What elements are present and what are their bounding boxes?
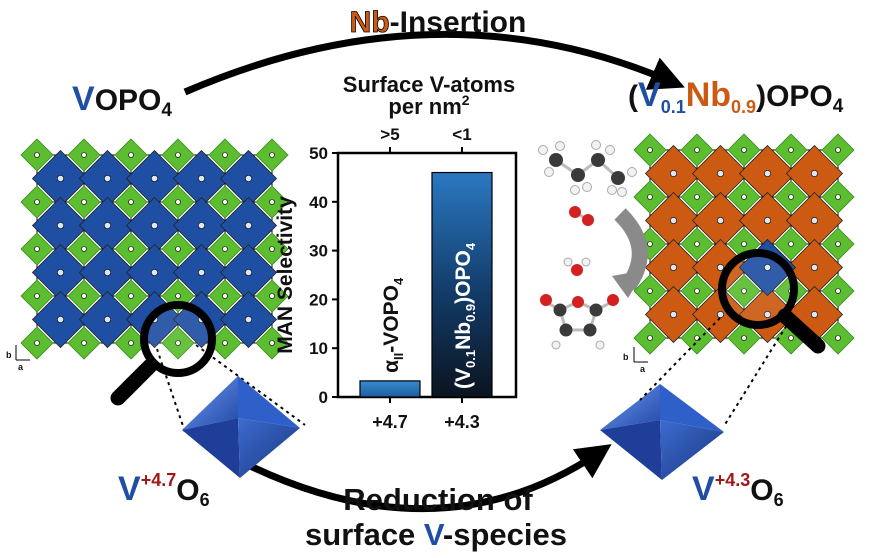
bottom-curved-arrow <box>240 444 612 512</box>
top-tick-label: <1 <box>452 125 471 144</box>
reduction-label-line2: surface V-species <box>305 517 567 552</box>
svg-text:a: a <box>640 364 646 374</box>
chart-title-line1: Surface V-atoms <box>343 72 515 97</box>
v47-o6-label: V+4.7O6 <box>118 470 210 510</box>
bar-label-0: αII-VOPO4 <box>380 277 406 373</box>
vopo4-lattice <box>20 138 289 360</box>
top-tick-label: >5 <box>380 125 399 144</box>
oxygen-molecule <box>569 206 594 226</box>
top-curved-arrow <box>183 30 685 96</box>
nb-insertion-label: Nb-Insertion <box>350 6 527 39</box>
bar-label-1: (V0.1Nb0.9)OPO4 <box>452 242 478 389</box>
magnifier-left <box>110 301 306 433</box>
y-tick-label: 10 <box>309 339 328 358</box>
vopo4-title: VOPO4 <box>72 80 172 121</box>
x-tick-label: +4.7 <box>372 412 408 432</box>
y-tick-label: 20 <box>309 290 328 309</box>
chart-title-line2: per nm2 <box>388 92 469 119</box>
lattice-axes-right: b a <box>623 347 648 374</box>
plot-frame <box>336 151 518 399</box>
reduction-label-line1: Reduction of <box>343 482 533 517</box>
x-tick-label: +4.3 <box>444 412 480 432</box>
y-axis-label: MAN Selectivity <box>274 196 297 354</box>
v43-o6-label: V+4.3O6 <box>692 470 784 510</box>
y-tick-label: 40 <box>309 193 328 212</box>
y-tick-label: 0 <box>319 388 328 407</box>
octahedron-right <box>600 384 724 480</box>
octahedron-left <box>182 376 300 478</box>
svg-text:b: b <box>623 352 629 362</box>
svg-text:b: b <box>6 350 12 360</box>
lattice-axes-left: b a <box>6 345 30 372</box>
butane-molecule <box>538 140 637 197</box>
selectivity-bar-chart: Surface V-atoms per nm2 MAN Selectivity … <box>274 72 518 432</box>
magnifier-right <box>639 249 826 427</box>
bar-1 <box>431 171 493 398</box>
maleic-anhydride-molecule <box>540 294 619 350</box>
y-tick-label: 50 <box>309 144 328 163</box>
v-nb-opo4-title: (V0.1Nb0.9)OPO4 <box>628 76 844 117</box>
y-tick-label: 30 <box>309 242 328 261</box>
svg-text:a: a <box>18 362 24 372</box>
water-molecule <box>563 257 591 276</box>
bar-0 <box>359 380 421 398</box>
reaction-arrow-icon <box>612 208 648 298</box>
